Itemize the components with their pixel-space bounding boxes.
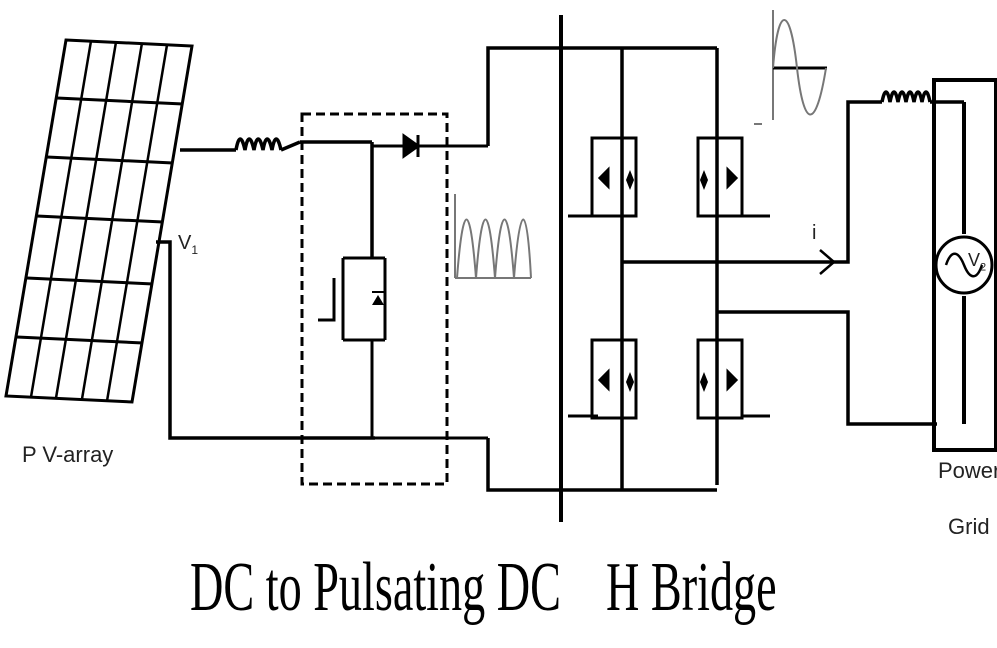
boost-switch-icon [318, 256, 387, 438]
h-bridge-rails [486, 46, 719, 492]
current-arrow-icon [819, 249, 836, 275]
v2-label: V2 [968, 250, 986, 274]
boost-diode-icon [372, 133, 488, 159]
pv-array-label: P V-array [22, 442, 114, 467]
boost-converter-box [300, 112, 449, 486]
v1-label: V1 [178, 232, 198, 257]
output-inductor [880, 90, 964, 104]
output-wiring [622, 100, 937, 426]
ac-source-icon [934, 235, 994, 295]
pv-wiring [156, 140, 375, 440]
v2-symbol: V [968, 250, 981, 270]
v1-subscript: 1 [191, 243, 199, 257]
ac-sine-waveform-icon [754, 10, 827, 125]
stage2-caption: H Bridge [606, 549, 777, 626]
stage1-caption: DC to Pulsating DC [190, 549, 561, 626]
current-symbol: i [812, 222, 817, 244]
h-bridge-switch-icon [696, 136, 770, 218]
pulsating-dc-waveform-icon [454, 194, 532, 279]
power-label: Power [938, 458, 997, 483]
power-grid-box [932, 78, 997, 452]
v1-symbol: V [178, 232, 192, 254]
h-bridge-switch-icon [568, 338, 638, 420]
grid-label: Grid [948, 514, 990, 539]
h-bridge-switch-icon [696, 338, 770, 420]
pv-array-icon [4, 38, 194, 404]
current-label: i [812, 222, 816, 245]
h-bridge-switch-icon [568, 136, 638, 218]
input-inductor [180, 137, 301, 152]
v2-subscript: 2 [980, 261, 987, 274]
